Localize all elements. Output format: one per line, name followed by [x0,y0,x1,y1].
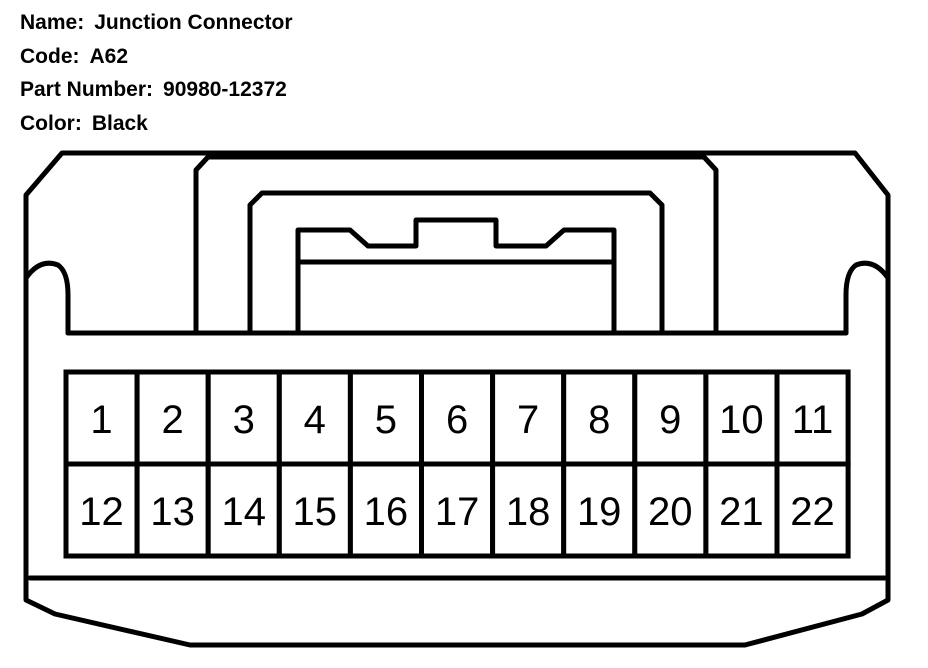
code-label: Code: [20,44,80,68]
pin-cavity [703,369,780,467]
code-row: Code: A62 [20,40,293,74]
pin-number: 4 [304,398,326,442]
pin-number: 19 [577,490,622,534]
pin-number: 7 [517,398,539,442]
color-value: Black [91,111,148,135]
pin-cavity [63,369,140,467]
pin-cavity [632,461,709,559]
pin-number: 21 [719,490,764,534]
pin-number: 18 [506,490,551,534]
pin-cavity [490,461,567,559]
part-number-label: Part Number: [20,78,154,101]
color-label: Color: [20,111,82,135]
connector-housing-outline [23,150,891,648]
pin-number: 17 [435,490,480,534]
pin-cavity [774,369,851,467]
code-value: A62 [89,44,129,68]
name-row: Name: Junction Connector [20,6,293,40]
part-number-value: 90980-12372 [163,78,287,101]
lock-frame-outer [193,154,719,336]
name-label: Name: [20,11,85,34]
pin-cavity [347,461,424,559]
pin-number: 9 [659,398,681,442]
pin-number: 10 [719,398,764,442]
pin-cavity [561,369,638,467]
pin-cavity [561,461,638,559]
pin-number: 22 [790,490,835,534]
right-ear-notch [843,260,891,336]
pin-number: 1 [90,398,112,442]
pin-cavity [63,461,140,559]
pin-number: 3 [233,398,255,442]
latch [295,217,617,336]
pin-cavity [205,461,282,559]
pin-number: 11 [792,398,834,442]
pin-number: 20 [648,490,693,534]
pin-number: 13 [150,490,195,534]
pin-number: 8 [588,398,610,442]
pin-cavity [134,461,211,559]
part-number-row: Part Number: 90980-12372 [20,73,293,107]
pin-cavity [419,369,496,467]
pin-cavity [419,461,496,559]
pin-number: 6 [446,398,468,442]
color-row: Color: Black [20,107,293,141]
pin-number: 2 [161,398,183,442]
name-value: Junction Connector [94,11,293,34]
pin-number: 5 [375,398,397,442]
left-ear-notch [23,260,71,336]
pin-cavity [774,461,851,559]
pin-cavity [632,369,709,467]
pin-number: 12 [79,490,124,534]
pin-number: 14 [222,490,267,534]
lock-frame-inner [247,190,665,336]
pin-number: 15 [293,490,338,534]
pin-number: 16 [364,490,409,534]
connector-info: Name: Junction Connector Code: A62 Part Nu… [20,6,293,140]
pin-cavity [703,461,780,559]
